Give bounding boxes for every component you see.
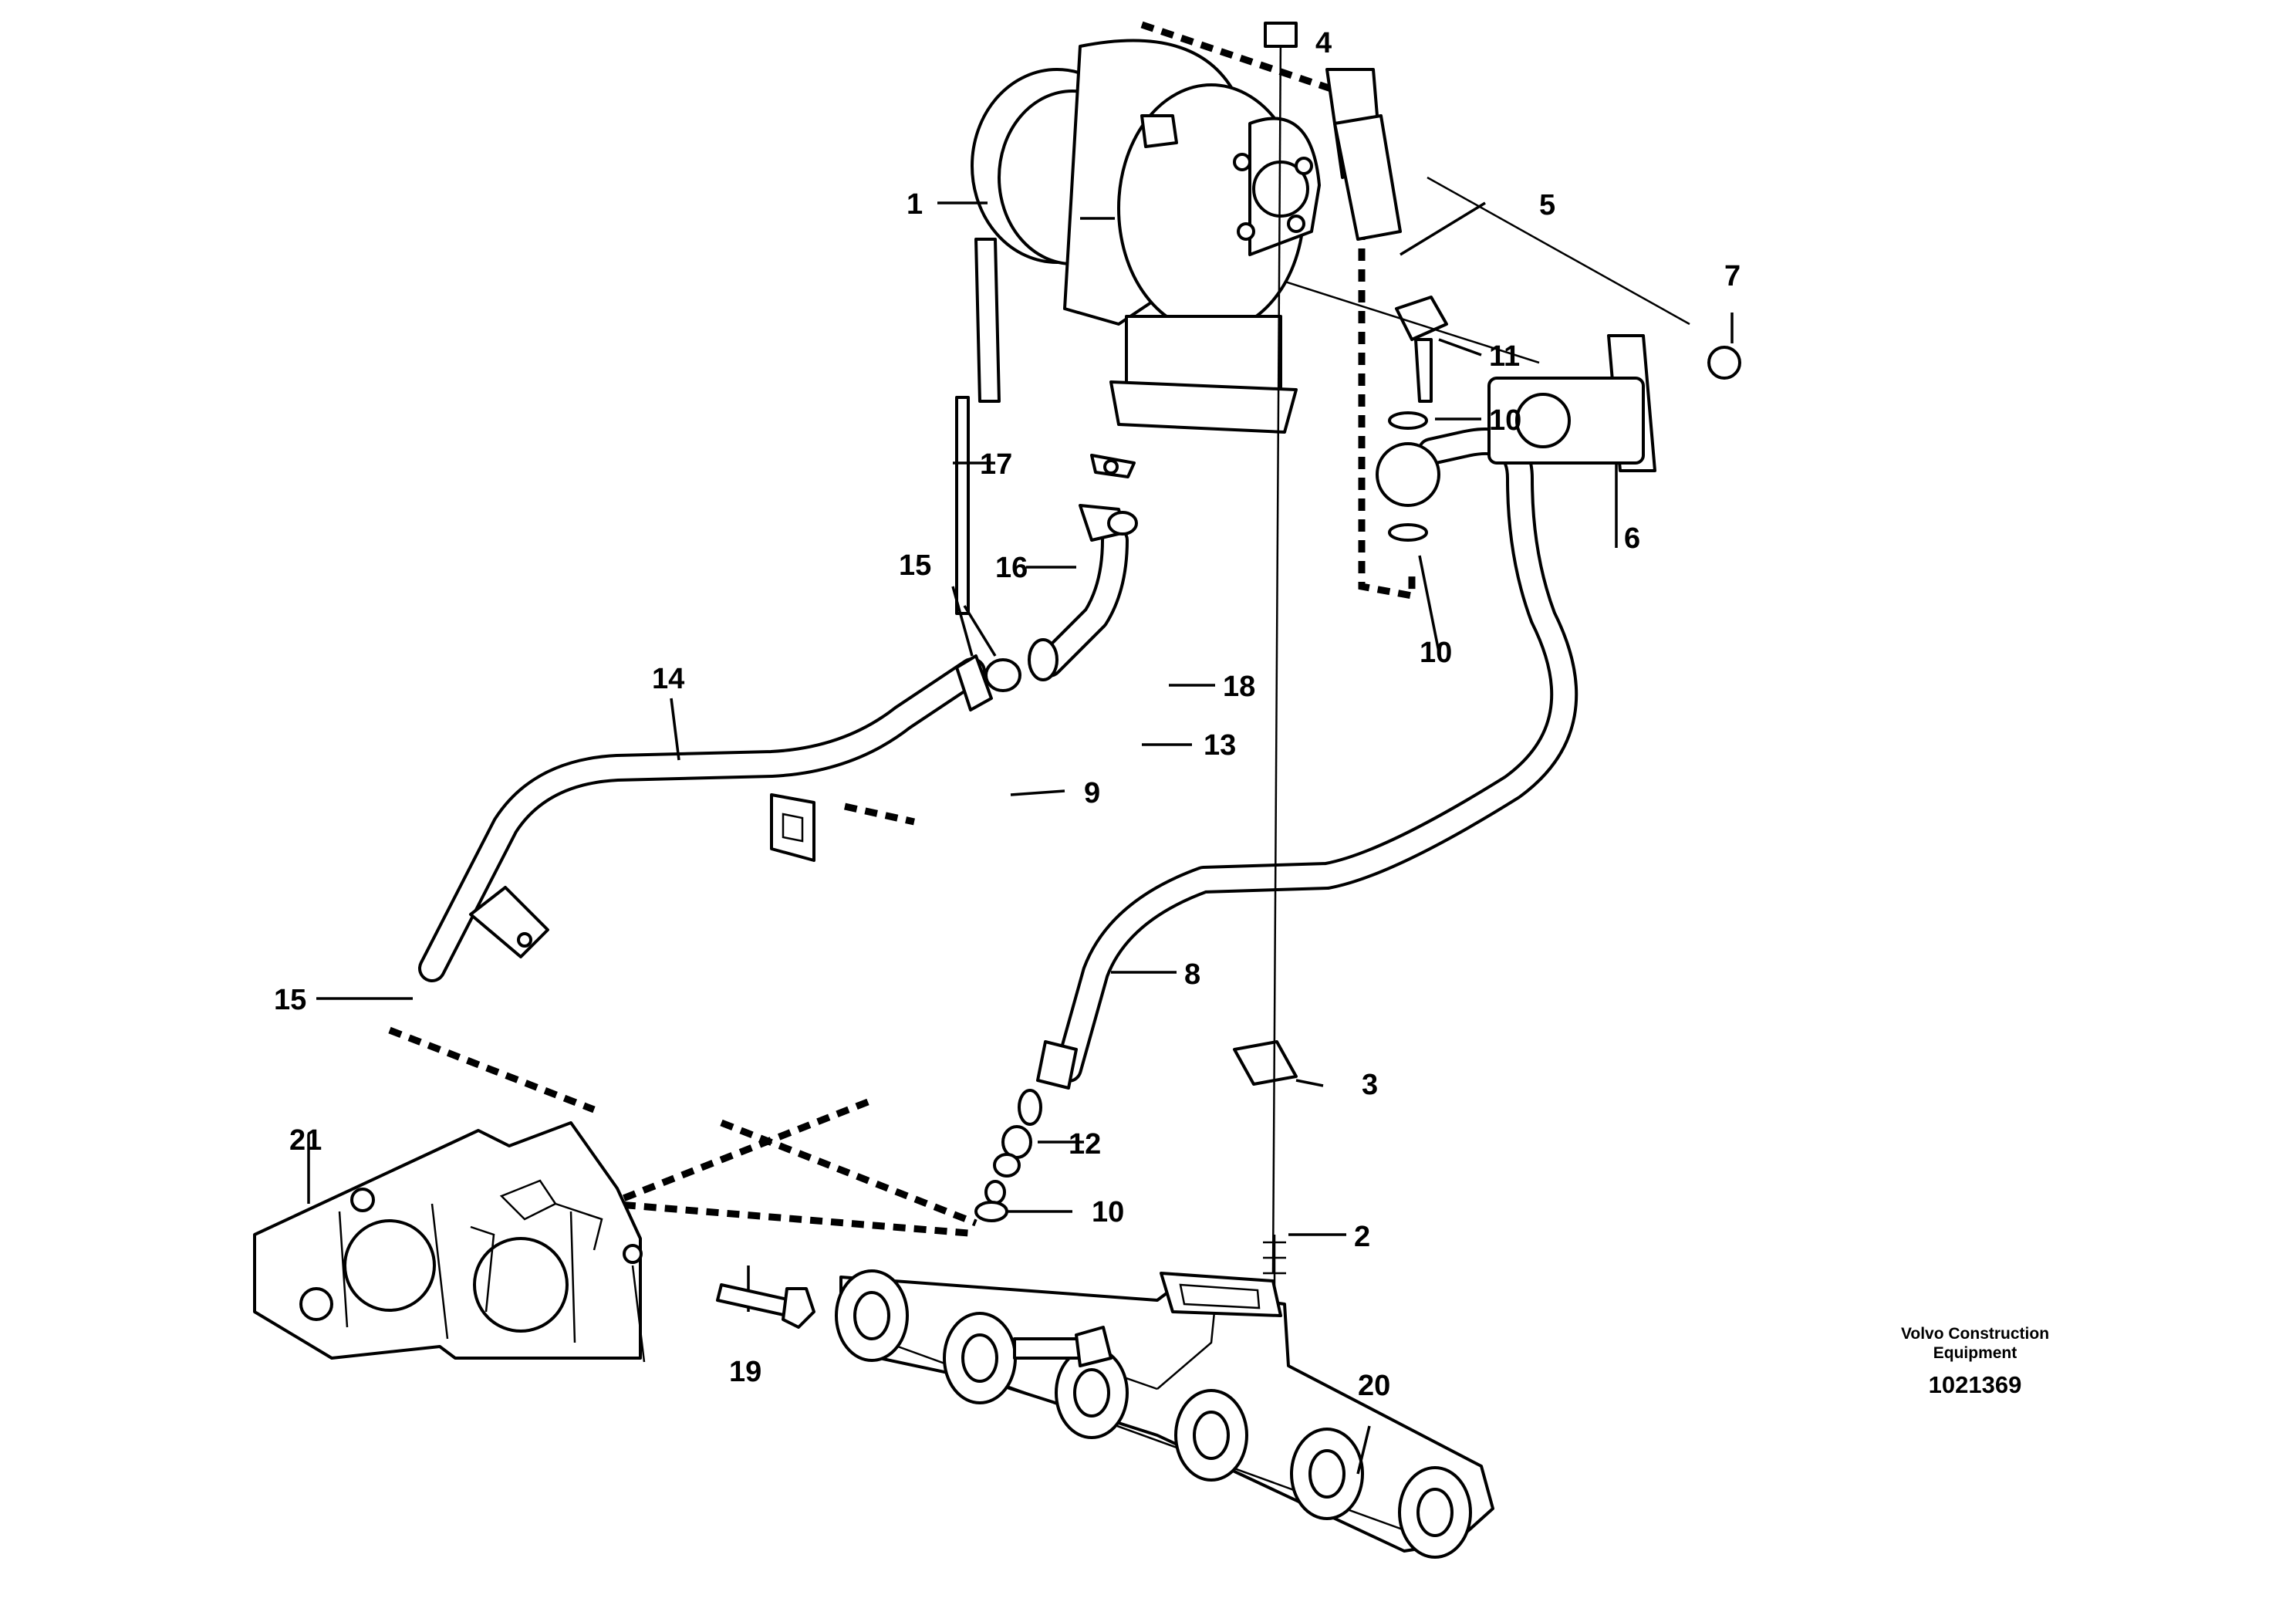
oil-return-pipe-drawing <box>418 454 1138 982</box>
manifold-flanges <box>835 1269 1472 1559</box>
callout-21: 21 <box>289 1124 322 1157</box>
callout-10a: 10 <box>1489 404 1521 437</box>
callout-18: 18 <box>1223 671 1255 703</box>
callout-labels: 1 2 3 4 5 6 7 8 9 10 10 10 11 12 13 14 1… <box>274 27 1741 1402</box>
callout-16: 16 <box>995 552 1028 584</box>
loose-fittings <box>955 176 1741 1367</box>
callout-6: 6 <box>1624 522 1640 555</box>
callout-12: 12 <box>1069 1128 1101 1161</box>
callout-2: 2 <box>1354 1221 1370 1253</box>
callout-4: 4 <box>1315 27 1332 59</box>
exhaust-manifold-drawing <box>839 1272 1494 1553</box>
oil-supply-pipe-drawing <box>974 411 1578 1222</box>
callout-1: 1 <box>907 188 923 221</box>
callout-13: 13 <box>1204 729 1236 762</box>
callout-20: 20 <box>1358 1370 1390 1402</box>
screw-19-drawing <box>716 1283 815 1329</box>
leader-lines <box>307 201 1734 1475</box>
callout-8: 8 <box>1184 958 1200 991</box>
stud-axis-line <box>1264 22 1298 1274</box>
callout-7: 7 <box>1724 260 1741 292</box>
callout-3: 3 <box>1362 1069 1378 1101</box>
credit-line-2: Equipment <box>1933 1344 2017 1362</box>
callout-10c: 10 <box>1092 1196 1124 1228</box>
callout-11: 11 <box>1489 340 1520 373</box>
callout-14: 14 <box>652 663 684 695</box>
callout-9: 9 <box>1084 777 1100 809</box>
callout-19: 19 <box>729 1356 761 1388</box>
callout-15b: 15 <box>274 984 306 1016</box>
engine-block-drawing <box>253 1121 646 1363</box>
callout-10b: 10 <box>1420 637 1452 669</box>
turbocharger-drawing <box>971 39 1402 434</box>
callout-17: 17 <box>980 448 1012 481</box>
credit-line-1: Volvo Construction <box>1901 1325 2049 1343</box>
drawing-credit: Volvo Construction Equipment 1021369 <box>1901 1325 2049 1398</box>
document-number: 1021369 <box>1929 1371 2022 1398</box>
callout-15a: 15 <box>899 549 931 582</box>
callout-5: 5 <box>1539 189 1555 221</box>
